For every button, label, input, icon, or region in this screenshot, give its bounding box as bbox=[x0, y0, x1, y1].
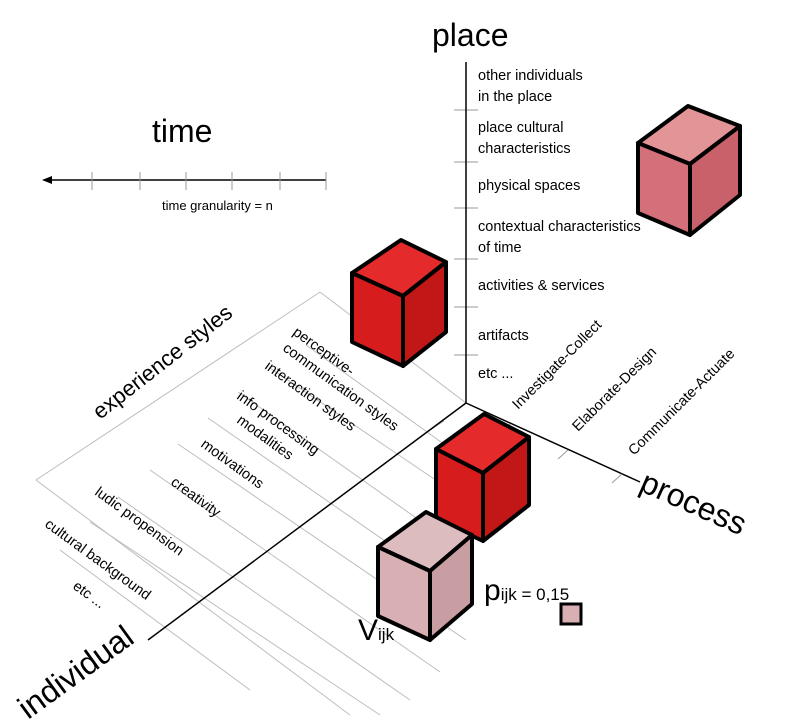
place-item: artifacts bbox=[478, 328, 529, 344]
place-item: contextual characteristics bbox=[478, 219, 641, 235]
individual-item: etc ... bbox=[70, 578, 108, 612]
individual-item: creativity bbox=[168, 474, 224, 521]
time-axis-title: time bbox=[152, 113, 212, 149]
individual-axis-title: individual bbox=[11, 618, 140, 723]
value-label-sub: ijk bbox=[378, 625, 395, 644]
process-axis-line bbox=[465, 402, 641, 483]
probability-label: pijk = 0,15 bbox=[484, 574, 569, 607]
process-axis-title: process bbox=[635, 464, 752, 542]
cube-face-side bbox=[428, 533, 474, 642]
value-label-main: V bbox=[358, 614, 378, 647]
value-label: Vijk bbox=[358, 614, 395, 647]
probability-label-value: = 0,15 bbox=[517, 585, 569, 604]
cube-face-side bbox=[481, 435, 531, 543]
individual-axis-line bbox=[147, 402, 467, 641]
arrow-left-icon bbox=[42, 176, 52, 184]
time-axis bbox=[42, 172, 327, 190]
place-item: in the place bbox=[478, 89, 552, 105]
cube-value bbox=[376, 510, 474, 642]
cube-time bbox=[350, 238, 448, 368]
cube-place bbox=[636, 104, 742, 237]
place-items: other individuals in the place place cul… bbox=[478, 68, 641, 382]
place-item: other individuals bbox=[478, 68, 583, 84]
place-item: characteristics bbox=[478, 141, 571, 157]
probability-swatch bbox=[559, 602, 583, 626]
place-item: of time bbox=[478, 240, 522, 256]
individual-item: ludic propension bbox=[92, 484, 187, 559]
probability-label-sub: ijk bbox=[501, 585, 518, 604]
probability-label-main: p bbox=[484, 574, 501, 607]
place-item: physical spaces bbox=[478, 178, 580, 194]
cube-face-side bbox=[401, 260, 448, 368]
place-axis-title: place bbox=[432, 17, 509, 53]
place-item: activities & services bbox=[478, 278, 605, 294]
time-granularity-label: time granularity = n bbox=[162, 198, 273, 213]
process-item: Elaborate-Design bbox=[570, 344, 661, 435]
place-item: etc ... bbox=[478, 366, 513, 382]
cube-process bbox=[434, 412, 531, 543]
place-item: place cultural bbox=[478, 120, 563, 136]
cube-face-side bbox=[688, 124, 742, 237]
